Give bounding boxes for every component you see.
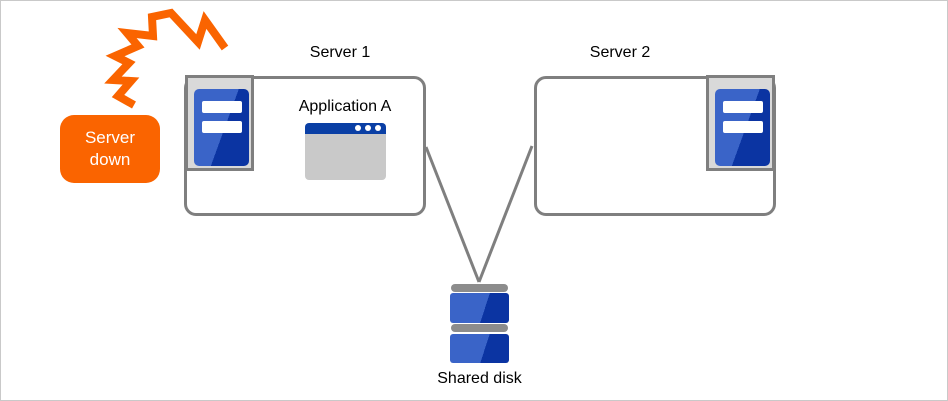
disk-middle-bar bbox=[451, 324, 508, 332]
window-titlebar bbox=[305, 123, 386, 134]
server-slot-bar bbox=[723, 101, 763, 113]
window-buttons-icon bbox=[355, 125, 381, 131]
application-window-icon bbox=[305, 123, 386, 180]
shared-disk-label: Shared disk bbox=[437, 370, 522, 387]
server-slot-bar bbox=[202, 101, 242, 113]
server-tower-icon bbox=[715, 89, 770, 166]
crash-bolt-icon bbox=[104, 8, 229, 109]
server-slot-bar bbox=[202, 121, 242, 133]
window-dot-icon bbox=[365, 125, 371, 131]
window-dot-icon bbox=[375, 125, 381, 131]
connector-server2-disk bbox=[477, 145, 534, 283]
window-body bbox=[305, 134, 386, 180]
server-down-badge: Server down bbox=[60, 115, 160, 183]
server-tower-icon bbox=[194, 89, 249, 166]
disk-top-bar bbox=[451, 284, 508, 292]
server2-server-icon bbox=[706, 75, 775, 171]
server1-server-icon bbox=[185, 75, 254, 171]
server-slot-bar bbox=[723, 121, 763, 133]
server-down-text-line1: Server bbox=[84, 128, 136, 147]
disk-platter bbox=[450, 334, 509, 363]
server2-label: Server 2 bbox=[589, 44, 651, 61]
application-label: Application A bbox=[298, 98, 392, 115]
disk-platter bbox=[450, 293, 509, 323]
connector-server1-disk bbox=[424, 146, 481, 283]
server1-label: Server 1 bbox=[309, 44, 371, 61]
window-dot-icon bbox=[355, 125, 361, 131]
server-down-text-line2: down bbox=[89, 150, 131, 169]
